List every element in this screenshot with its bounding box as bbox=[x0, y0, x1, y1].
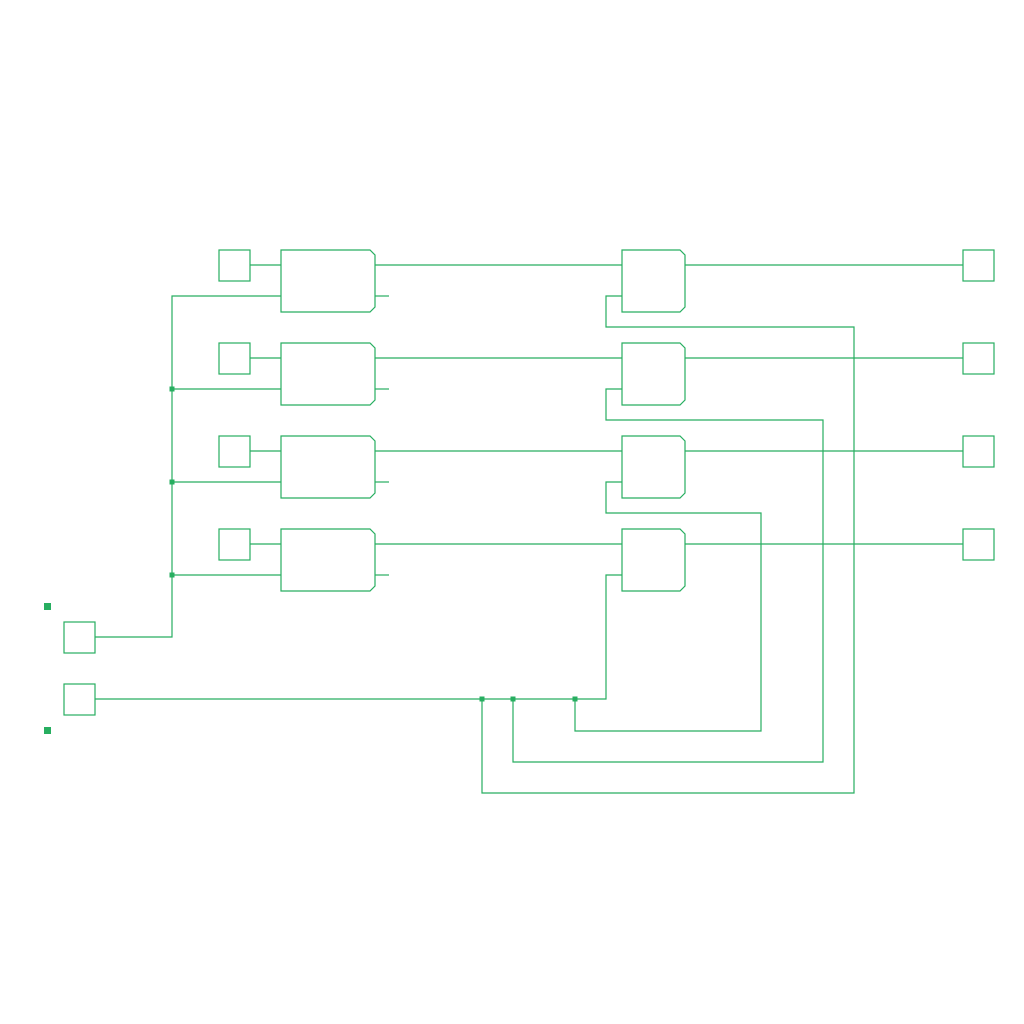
wires bbox=[95, 264, 963, 794]
block-stage2 bbox=[621, 342, 686, 406]
block-stage2 bbox=[621, 249, 686, 313]
input-port bbox=[218, 249, 251, 282]
marker-square bbox=[44, 727, 51, 734]
wire bbox=[95, 295, 281, 638]
blocks bbox=[280, 249, 686, 592]
junctions bbox=[44, 386, 578, 734]
output-port bbox=[962, 249, 995, 282]
input-port bbox=[63, 621, 96, 654]
block-stage1 bbox=[280, 342, 376, 406]
block-stage2 bbox=[621, 435, 686, 499]
input-port bbox=[218, 528, 251, 561]
input-port bbox=[218, 342, 251, 375]
junction-dot bbox=[169, 479, 175, 485]
junction-dot bbox=[169, 386, 175, 392]
marker-square bbox=[44, 603, 51, 610]
junction-dot bbox=[572, 696, 578, 702]
output-port bbox=[962, 528, 995, 561]
junction-dot bbox=[169, 572, 175, 578]
block-stage1 bbox=[280, 249, 376, 313]
input-port bbox=[63, 683, 96, 716]
junction-dot bbox=[479, 696, 485, 702]
block-stage2 bbox=[621, 528, 686, 592]
wire bbox=[481, 295, 855, 794]
wire bbox=[95, 574, 622, 700]
ports bbox=[63, 249, 995, 716]
wire bbox=[512, 388, 824, 763]
junction-dot bbox=[510, 696, 516, 702]
block-stage1 bbox=[280, 528, 376, 592]
wire bbox=[574, 481, 762, 732]
output-port bbox=[962, 435, 995, 468]
block-stage1 bbox=[280, 435, 376, 499]
output-port bbox=[962, 342, 995, 375]
input-port bbox=[218, 435, 251, 468]
